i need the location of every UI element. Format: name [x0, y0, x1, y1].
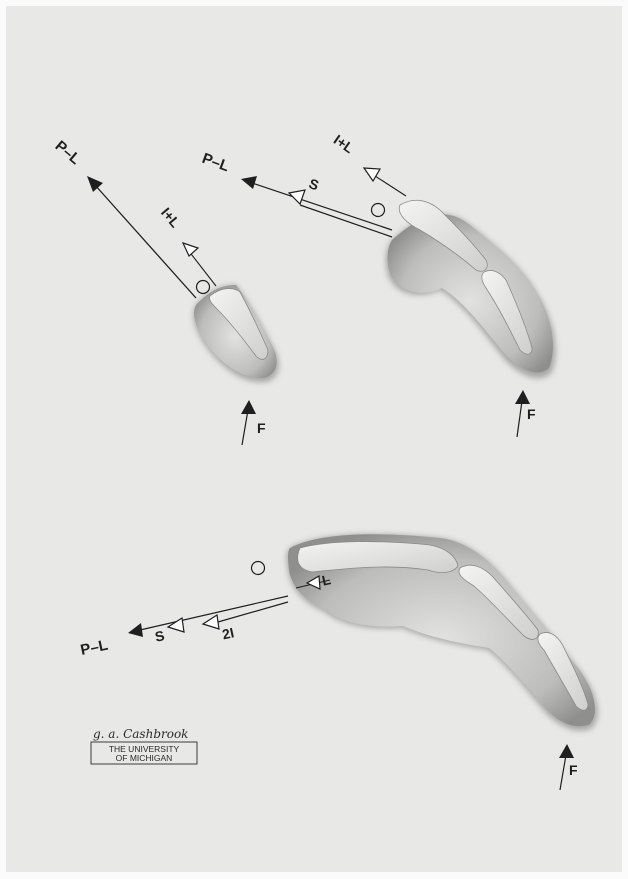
institution-line-2: OF MICHIGAN: [116, 753, 173, 763]
f-label: F: [569, 762, 578, 778]
illustrator-signature: g. a. Cashbrook: [93, 727, 188, 741]
f-label: F: [257, 420, 266, 436]
f-label: F: [527, 406, 536, 422]
